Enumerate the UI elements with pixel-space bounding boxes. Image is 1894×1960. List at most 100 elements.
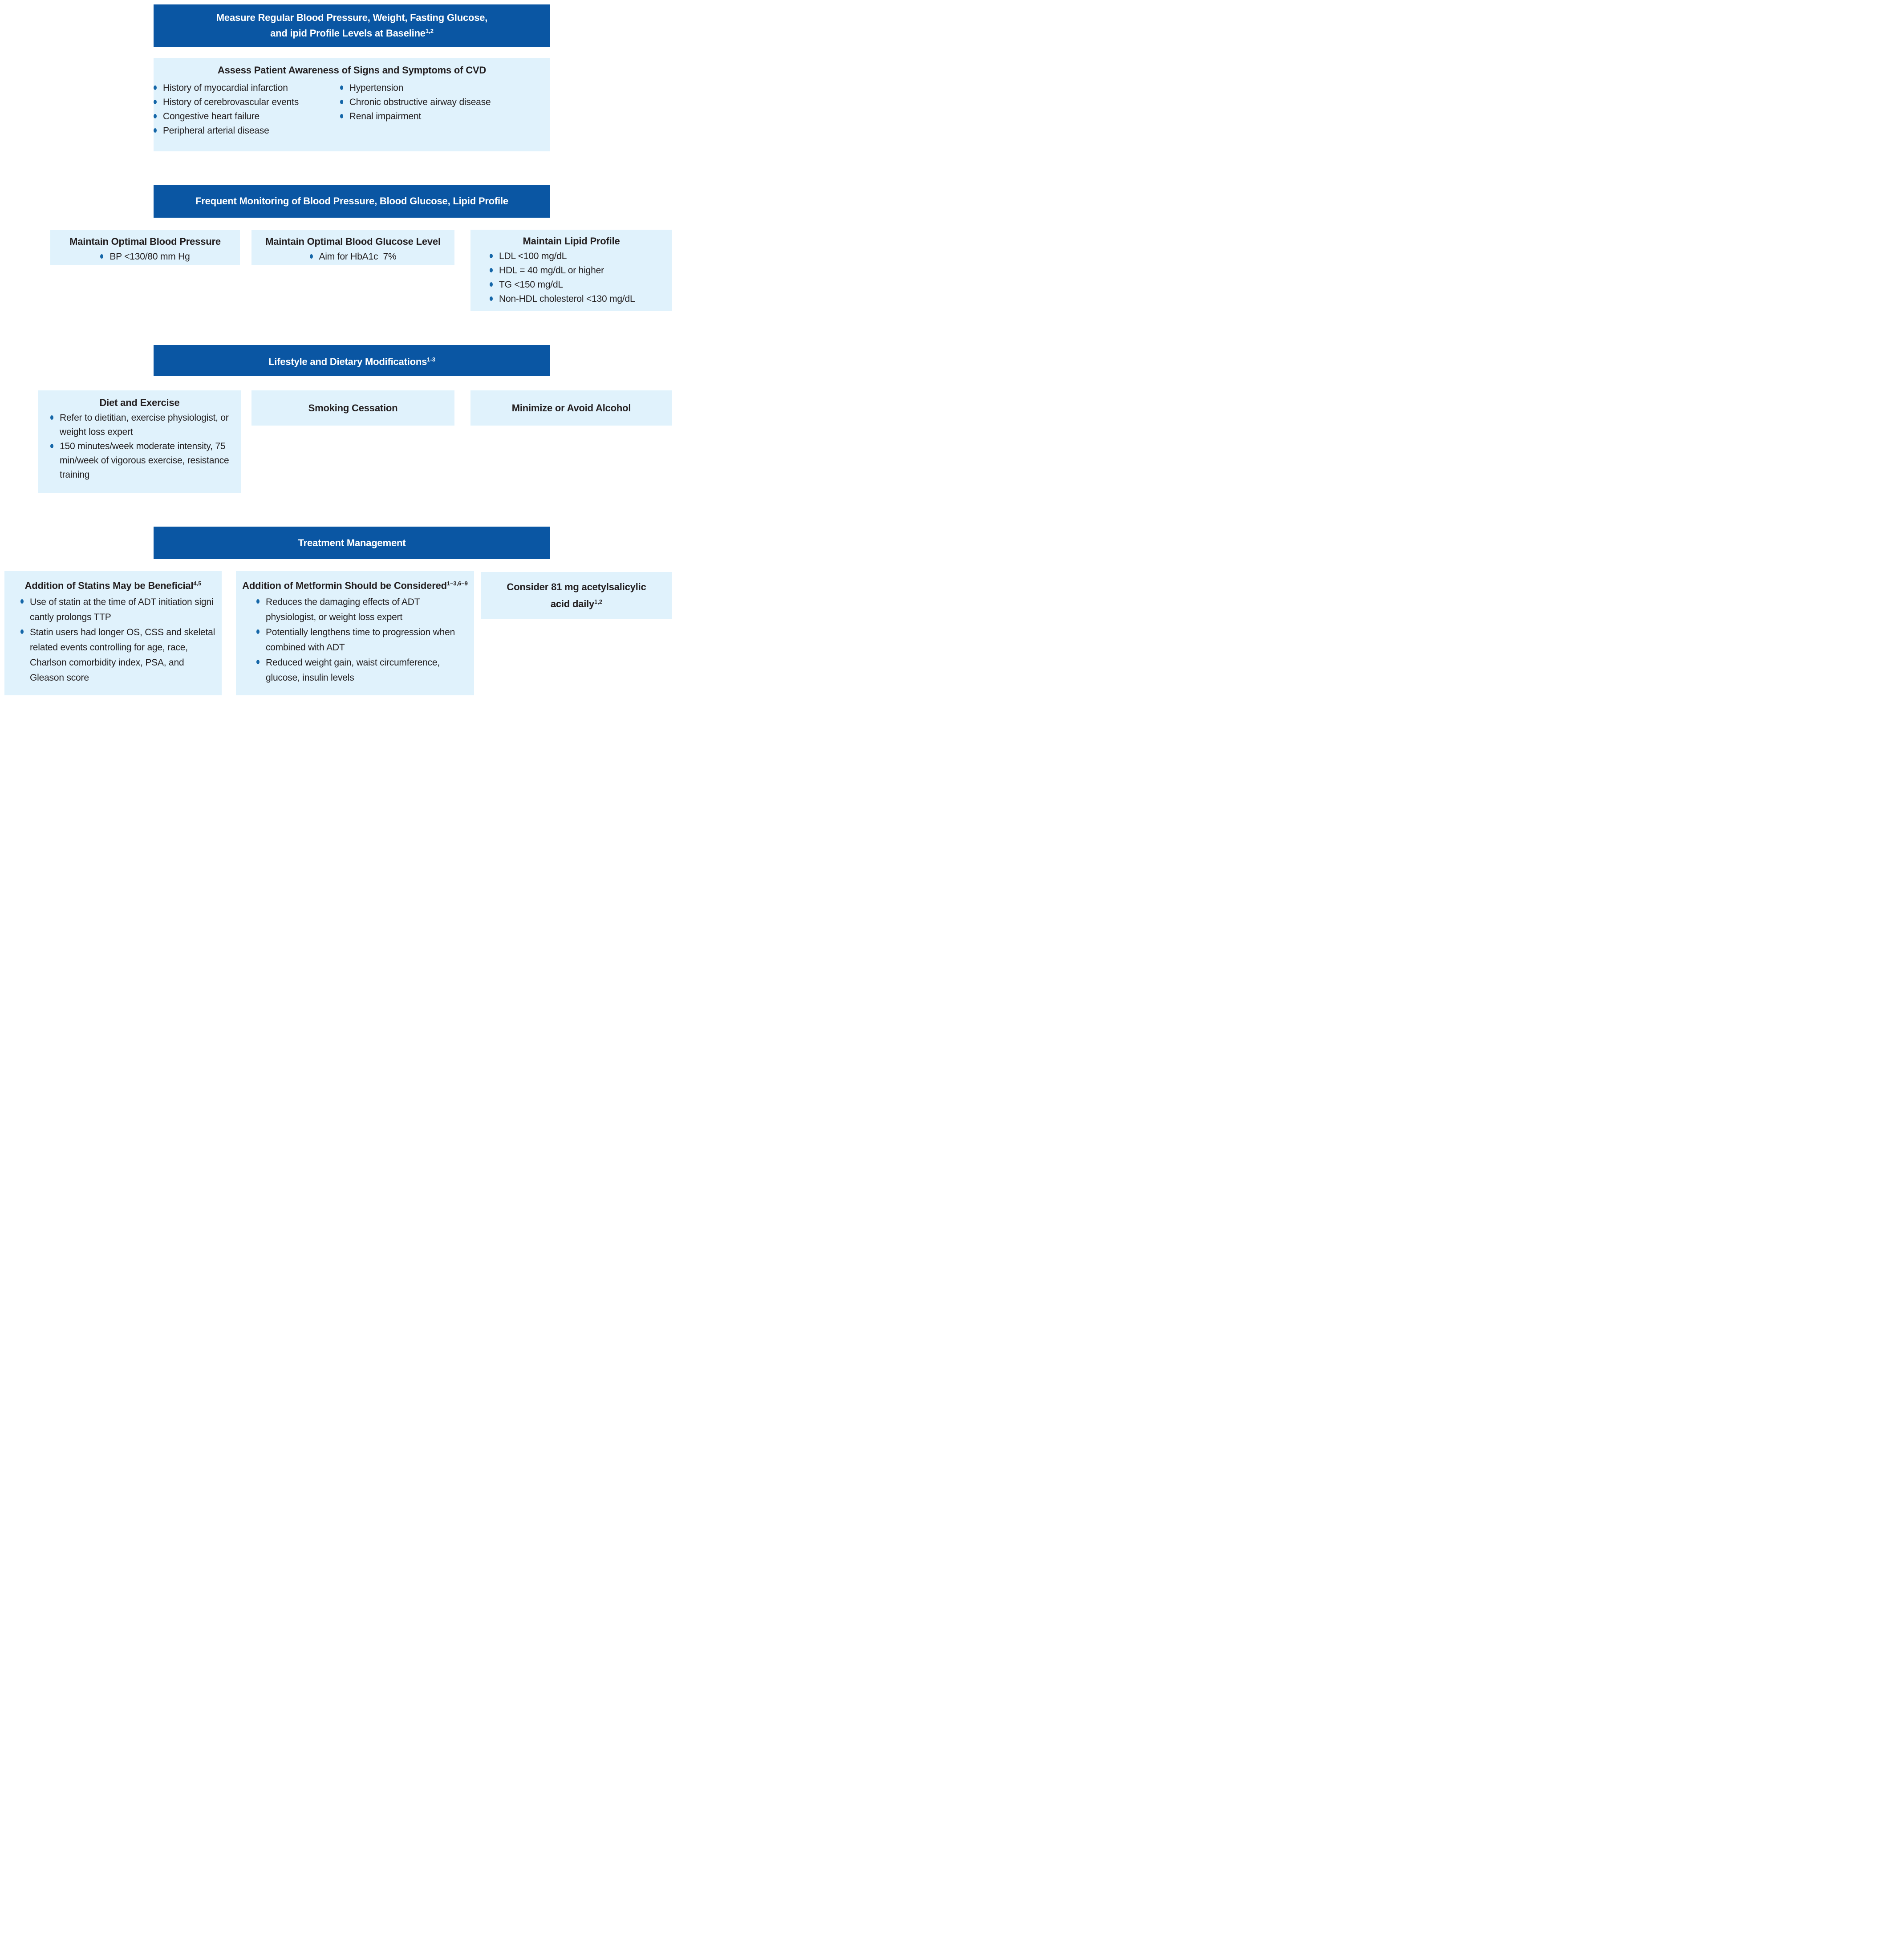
list-item-text: Reduced weight gain, waist circumference… [266, 657, 442, 683]
metformin-superscript: 1–3,6–9 [446, 580, 468, 587]
cvd-awareness-box: Assess Patient Awareness of Signs and Sy… [154, 58, 550, 151]
frequent-monitoring-bar: Frequent Monitoring of Blood Pressure, B… [154, 185, 550, 218]
baseline-measurement-bar-label: Measure Regular Blood Pressure, Weight, … [216, 11, 488, 40]
bullet-icon [50, 444, 53, 448]
blood-pressure-title: Maintain Optimal Blood Pressure [69, 236, 221, 247]
cvd-monitoring-flowchart: Measure Regular Blood Pressure, Weight, … [0, 0, 677, 700]
lipid-profile-title: Maintain Lipid Profile [523, 235, 620, 247]
bullet-icon [50, 415, 53, 420]
bullet-list: Refer to dietitian, exercise physiologis… [38, 411, 241, 482]
smoking-cessation-title: Smoking Cessation [308, 402, 398, 414]
list-item: Statin users had longer OS, CSS and skel… [20, 625, 216, 686]
list-item: Aim for HbA1c 7% [251, 250, 454, 264]
baseline-line1: Measure Regular Blood Pressure, Weight, … [216, 12, 488, 23]
list-item: Use of statin at the time of ADT initiat… [20, 595, 216, 625]
aspirin-box: Consider 81 mg acetylsalicylic acid dail… [481, 572, 672, 619]
list-item-text: Use of statin at the time of ADT initiat… [30, 597, 216, 622]
avoid-alcohol-title: Minimize or Avoid Alcohol [511, 402, 631, 414]
treatment-management-bar-label: Treatment Management [298, 537, 406, 548]
bullet-list: LDL <100 mg/dL HDL = 40 mg/dL or higher … [470, 249, 672, 306]
metformin-title-text: Addition of Metformin Should be Consider… [242, 580, 447, 591]
list-item-text: History of myocardial infarction [163, 83, 288, 93]
list-item: LDL <100 mg/dL [490, 249, 672, 264]
list-item-text: Peripheral arterial disease [163, 126, 269, 136]
list-item: BP <130/80 mm Hg [50, 250, 240, 264]
list-item-text: HDL = 40 mg/dL or higher [499, 265, 604, 276]
lifestyle-modifications-bar-label: Lifestyle and Dietary Modifications1-3 [268, 353, 435, 369]
bullet-icon [20, 599, 24, 604]
avoid-alcohol-box: Minimize or Avoid Alcohol [470, 390, 672, 426]
bullet-icon [490, 282, 493, 287]
list-item: HDL = 40 mg/dL or higher [490, 264, 672, 278]
list-item: TG <150 mg/dL [490, 278, 672, 292]
blood-pressure-box: Maintain Optimal Blood Pressure BP <130/… [50, 230, 240, 265]
metformin-title: Addition of Metformin Should be Consider… [239, 577, 470, 592]
list-item: Potentially lengthens time to progressio… [256, 625, 469, 655]
list-item: Peripheral arterial disease [154, 124, 340, 138]
list-item-text: Hypertension [349, 83, 404, 93]
baseline-superscript: 1,2 [425, 28, 434, 34]
bullet-list: History of myocardial infarction History… [154, 81, 340, 138]
list-item-text: Renal impairment [349, 111, 422, 122]
bullet-icon [100, 254, 104, 259]
cvd-awareness-title: Assess Patient Awareness of Signs and Sy… [217, 65, 487, 76]
list-item-text: 150 minutes/week moderate intensity, 75 … [60, 441, 232, 480]
bullet-list: Hypertension Chronic obstructive airway … [340, 81, 550, 138]
list-item-text: TG <150 mg/dL [499, 280, 563, 290]
aspirin-superscript: 1,2 [594, 598, 603, 605]
bullet-icon [309, 254, 313, 259]
bullet-list: BP <130/80 mm Hg [50, 250, 240, 264]
list-item-text: Reduces the damaging effects of ADT phys… [266, 597, 422, 622]
list-item: Reduced weight gain, waist circumference… [256, 655, 469, 686]
list-item-text: Statin users had longer OS, CSS and skel… [30, 627, 218, 683]
treatment-management-bar: Treatment Management [154, 527, 550, 559]
statins-title: Addition of Statins May be Beneficial4,5 [8, 577, 218, 592]
list-item-text: Non-HDL cholesterol <130 mg/dL [499, 294, 635, 304]
bullet-icon [340, 114, 343, 118]
smoking-cessation-box: Smoking Cessation [251, 390, 454, 426]
bullet-icon [490, 268, 493, 272]
bullet-icon [490, 296, 493, 301]
list-item-text: Chronic obstructive airway disease [349, 97, 491, 107]
bullet-icon [256, 599, 260, 604]
list-item: Renal impairment [340, 110, 550, 124]
lifestyle-label: Lifestyle and Dietary Modifications [268, 356, 427, 367]
bullet-list: Use of statin at the time of ADT initiat… [4, 595, 222, 686]
bullet-icon [20, 629, 24, 634]
lipid-profile-box: Maintain Lipid Profile LDL <100 mg/dL HD… [470, 230, 672, 311]
bullet-icon [154, 128, 157, 133]
list-item: History of cerebrovascular events [154, 95, 340, 110]
list-item-text: Aim for HbA1c 7% [319, 252, 397, 262]
bullet-list: Reduces the damaging effects of ADT phys… [236, 595, 474, 686]
bullet-icon [256, 629, 260, 634]
list-item: Reduces the damaging effects of ADT phys… [256, 595, 469, 625]
bullet-icon [340, 85, 343, 90]
frequent-monitoring-bar-label: Frequent Monitoring of Blood Pressure, B… [195, 195, 508, 207]
statins-superscript: 4,5 [193, 580, 202, 587]
list-item: Non-HDL cholesterol <130 mg/dL [490, 292, 672, 306]
aspirin-title: Consider 81 mg acetylsalicylic acid dail… [507, 580, 646, 611]
list-item: Congestive heart failure [154, 110, 340, 124]
list-item: Hypertension [340, 81, 550, 95]
diet-exercise-title: Diet and Exercise [99, 397, 180, 408]
blood-glucose-title: Maintain Optimal Blood Glucose Level [265, 236, 441, 247]
bullet-icon [154, 100, 157, 104]
metformin-box: Addition of Metformin Should be Consider… [236, 571, 474, 695]
baseline-line2: and ipid Profile Levels at Baseline [270, 28, 426, 39]
list-item-text: History of cerebrovascular events [163, 97, 299, 107]
list-item: 150 minutes/week moderate intensity, 75 … [50, 439, 235, 482]
bullet-icon [256, 660, 260, 664]
aspirin-line1: Consider 81 mg acetylsalicylic [507, 581, 646, 592]
blood-glucose-box: Maintain Optimal Blood Glucose Level Aim… [251, 230, 454, 265]
baseline-measurement-bar: Measure Regular Blood Pressure, Weight, … [154, 4, 550, 47]
list-item: History of myocardial infarction [154, 81, 340, 95]
bullet-icon [154, 114, 157, 118]
list-item-text: Congestive heart failure [163, 111, 260, 122]
lifestyle-modifications-bar: Lifestyle and Dietary Modifications1-3 [154, 345, 550, 376]
list-item-text: BP <130/80 mm Hg [110, 252, 190, 262]
list-item: Refer to dietitian, exercise physiologis… [50, 411, 235, 439]
bullet-list: Aim for HbA1c 7% [251, 250, 454, 264]
bullet-icon [490, 254, 493, 258]
statins-box: Addition of Statins May be Beneficial4,5… [4, 571, 222, 695]
cvd-awareness-columns: History of myocardial infarction History… [154, 79, 550, 138]
